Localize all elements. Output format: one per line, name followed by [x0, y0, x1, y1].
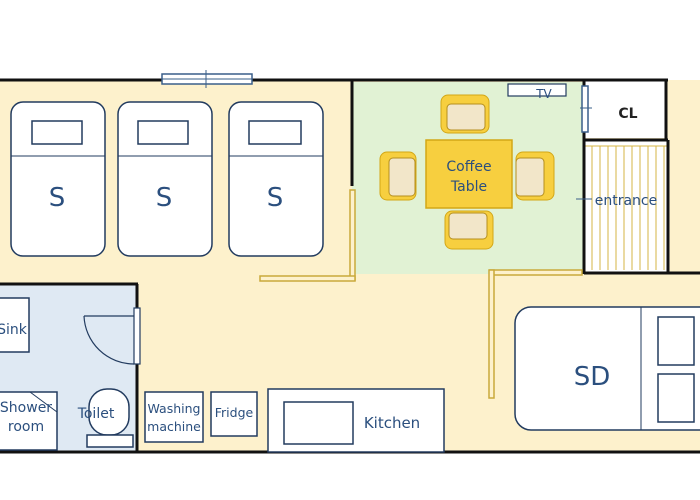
entrance-area [584, 140, 668, 272]
chair-bottom [444, 210, 494, 250]
single-bed-2-label: S [156, 183, 173, 213]
single-bed-1 [10, 101, 106, 257]
coffee-table-label-line2: Table [450, 179, 487, 195]
fridge-label: Fridge [215, 405, 254, 420]
washing-label-line1: Washing [148, 401, 201, 416]
partition-doors [259, 189, 583, 399]
kitchen-counter [267, 388, 445, 453]
shower-label-line2: room [8, 419, 44, 435]
tv-label: TV [535, 87, 552, 101]
single-bed-3 [228, 101, 324, 257]
single-bed-2 [117, 101, 213, 257]
shower-label-line1: Shower [0, 400, 52, 416]
washing-machine [144, 391, 204, 443]
coffee-table-label-line1: Coffee [446, 159, 491, 175]
shower-room [0, 391, 58, 451]
double-bed [514, 306, 700, 431]
window [161, 70, 253, 88]
single-bed-3-label: S [267, 183, 284, 213]
chair-right [515, 151, 555, 201]
kitchen-label: Kitchen [364, 414, 420, 432]
sink-label: Sink [0, 322, 28, 338]
double-bed-label: SD [574, 362, 611, 392]
fridge [210, 391, 258, 437]
entrance-stairs [584, 145, 668, 270]
chair-left [379, 151, 417, 201]
toilet-label: Toilet [77, 406, 115, 422]
single-bed-1-label: S [49, 183, 66, 213]
entrance-label: entrance [595, 193, 658, 209]
chair-top [440, 94, 490, 134]
closet-area [584, 80, 666, 138]
coffee-table [425, 139, 513, 209]
sink [0, 297, 30, 353]
washing-label-line2: machine [147, 419, 201, 434]
tv [507, 83, 567, 97]
bathroom-door [83, 307, 141, 365]
toilet [86, 388, 134, 448]
closet-label: CL [618, 106, 637, 122]
closet-door [580, 85, 592, 133]
